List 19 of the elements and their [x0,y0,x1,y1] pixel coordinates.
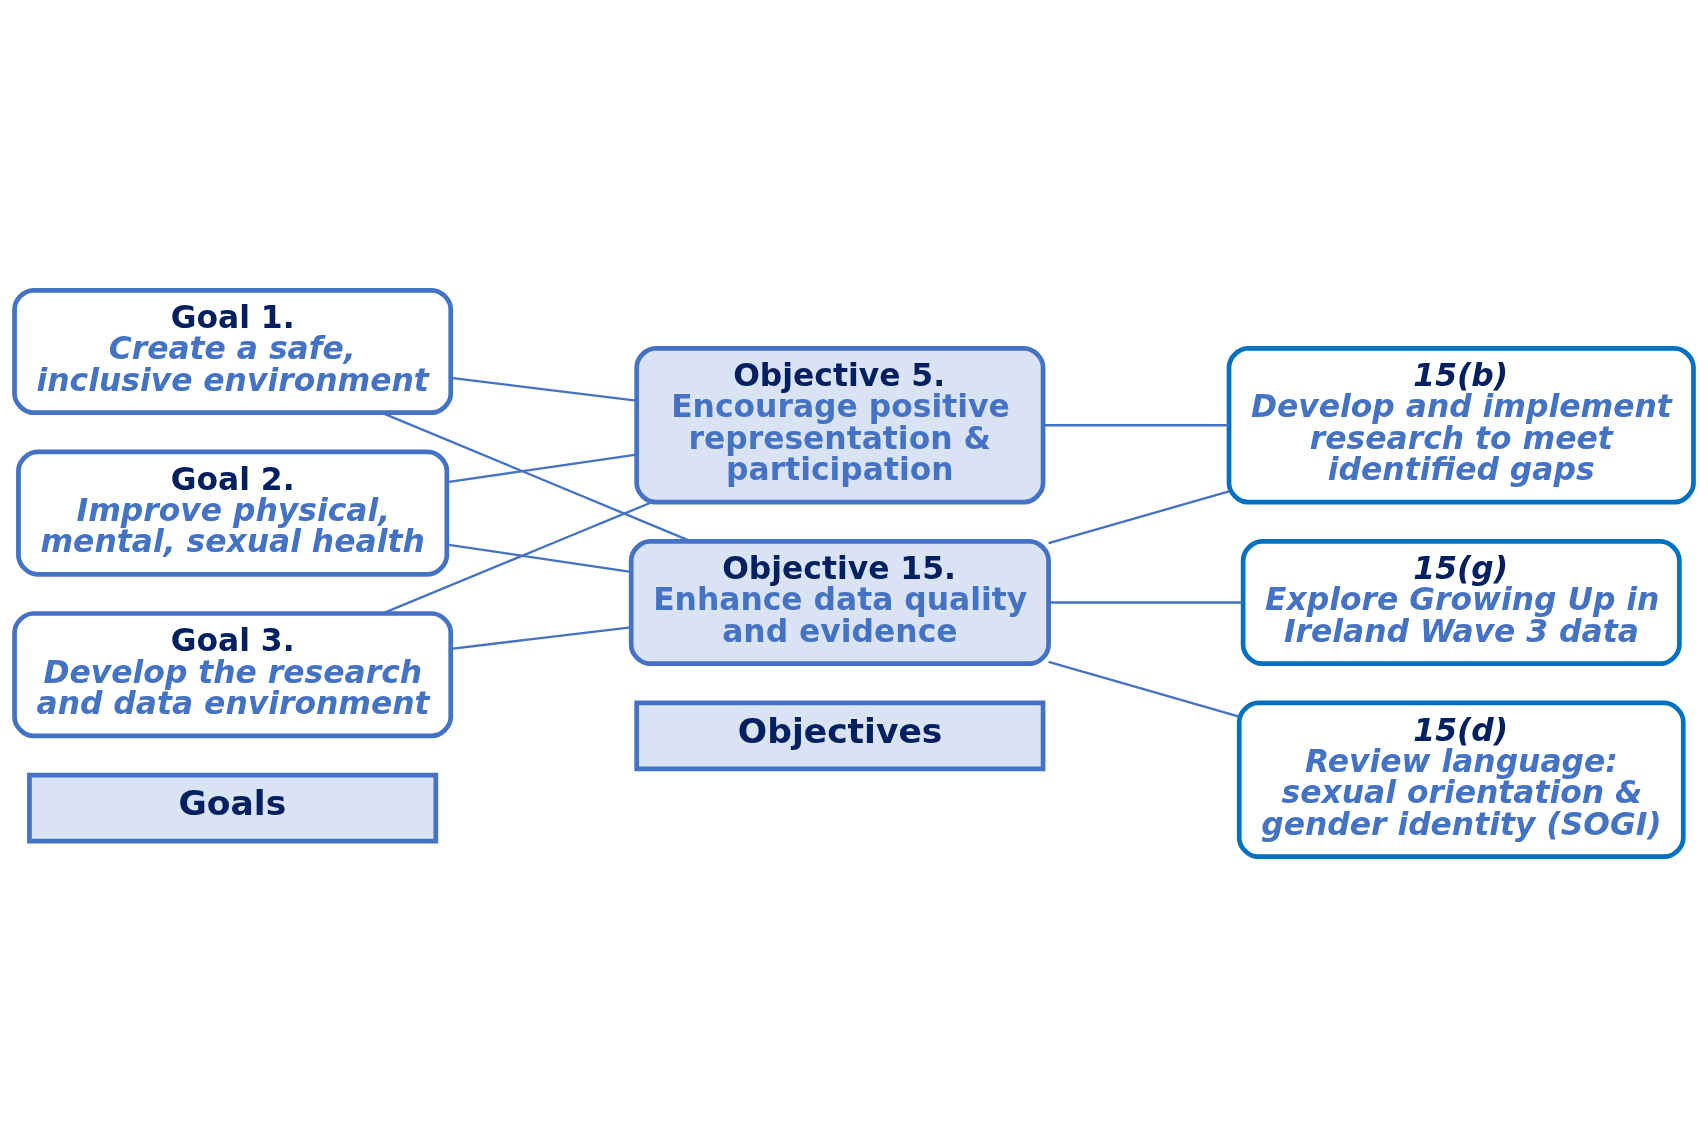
connector [450,626,631,650]
node-box: 15(b) Develop and implement research to meet identified gaps [1226,345,1696,505]
connector [447,453,637,484]
connector [1048,601,1243,604]
node-box: Goal 3. Develop the research and data environment [12,611,454,739]
connector [450,376,637,402]
connector [1043,424,1229,427]
connector [1048,660,1240,718]
node-box: 15(g) Explore Growing Up in Ireland Wave 3 data [1240,538,1682,667]
node-box: 15(d) Review language: sexual orientation & gender identity (SOGI) [1236,700,1686,860]
connector [447,543,631,573]
connector [382,501,653,615]
connector [1048,490,1230,545]
node-box: Objective 5. Encourage positive representation & participation [634,345,1046,505]
node-box: Objective 15. Enhance data quality and evidence [628,538,1051,667]
node-box: Goals [27,772,439,844]
node-box: Goal 1. Create a safe, inclusive environment [12,287,454,416]
node-box: Objectives [634,700,1046,772]
node-box: Goal 2. Improve physical, mental, sexual health [16,449,450,577]
